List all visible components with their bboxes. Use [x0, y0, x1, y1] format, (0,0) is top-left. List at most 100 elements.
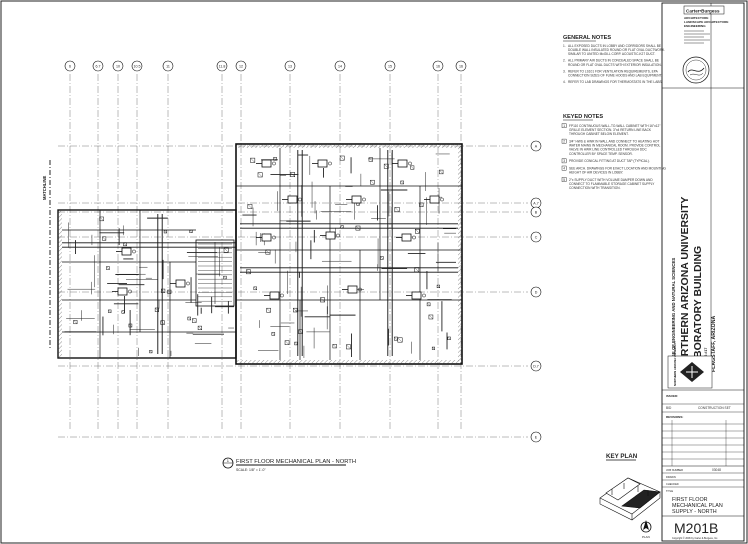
north-arrow: PLAN [640, 520, 652, 539]
vav-box [397, 159, 408, 168]
column-label: 12 [239, 65, 243, 69]
vav-box [347, 285, 358, 294]
row-bubble [530, 140, 542, 152]
keyed-note-number: 2 [563, 140, 565, 144]
revision-rows [662, 420, 744, 466]
diffuser [167, 289, 172, 294]
diffuser [223, 275, 227, 280]
diffuser [189, 229, 193, 233]
keyed-note-line: CONNECTION WITH TRANSITION. [569, 186, 621, 190]
diffuser [223, 247, 229, 253]
plan-scale: SCALE: 1/8" = 1'-0" [236, 468, 266, 472]
svg-text:BID: BID [666, 406, 672, 410]
column-bubble [235, 60, 247, 72]
diffuser [102, 236, 107, 241]
hatched-wall-north [236, 144, 462, 148]
row-bubble [530, 286, 542, 298]
diffuser [339, 155, 345, 161]
diffuser [428, 314, 434, 320]
keyed-note-line: WATER MAINS IN MECHANICAL ROOM. PROVIDE … [569, 144, 660, 148]
revisions-label: REVISIONS: [666, 415, 683, 419]
diffuser [380, 256, 384, 260]
vav-box [261, 233, 272, 242]
general-notes: GENERAL NOTES 1.ALL EXPOSED DUCTS IN LOB… [563, 35, 665, 84]
keyed-note-line: 3/4" HWS & HWR IN WALL AND CONNECT TO HE… [569, 140, 660, 144]
diffuser [250, 157, 256, 163]
diffuser [197, 325, 202, 330]
row-label: D [535, 291, 538, 295]
room-partitions [62, 148, 462, 360]
general-note-line: SIMILAR TO UNITED McGILL CORP. ACOUSTIC-… [568, 52, 655, 56]
vav-box [269, 291, 280, 300]
vav-box [121, 247, 132, 256]
vav-box [287, 195, 298, 204]
plan-title: FIRST FLOOR MECHANICAL PLAN - NORTH [236, 459, 356, 465]
column-label: 11 [166, 65, 170, 69]
column-label: 15 [388, 65, 392, 69]
diffuser [290, 172, 295, 177]
column-label: 16 [436, 65, 440, 69]
keyed-note-line: CONNECT TO FLAMMABLE STORAGE CABINET SUP… [569, 182, 655, 186]
column-bubble [162, 60, 174, 72]
svg-text:CONSTRUCTION SET: CONSTRUCTION SET [698, 406, 731, 410]
diffuser [106, 266, 110, 270]
diffuser [426, 302, 431, 307]
diffuser [415, 228, 420, 234]
firm-logo-text: Carter•Burgess [686, 9, 720, 14]
general-note-line: REFER TO LS101 FOR VENTILATION REQUIREME… [568, 69, 659, 73]
diffuser [346, 344, 351, 350]
diffuser [108, 309, 112, 313]
vav-box [261, 159, 272, 168]
diffuser [99, 216, 104, 222]
row-bubble [530, 206, 542, 218]
column-bubble [216, 60, 228, 72]
key-plan-diagram [599, 477, 661, 521]
svg-text:PLAN: PLAN [642, 535, 650, 539]
keyed-note-number: 4 [563, 166, 565, 170]
key-plan-heading: KEY PLAN [606, 453, 638, 460]
building-name: LABORATORY BUILDING [692, 246, 704, 372]
diffuser [273, 157, 277, 161]
diffuser [370, 179, 375, 185]
diffuser [320, 297, 325, 303]
diffuser [123, 242, 127, 247]
diffuser [293, 307, 298, 313]
diffuser [355, 225, 361, 231]
diffuser [149, 350, 153, 354]
key-plan: KEY PLAN PLAN [599, 453, 661, 539]
row-label: A [535, 145, 538, 149]
general-note-number: 2. [563, 59, 566, 63]
stair-treads [198, 242, 232, 304]
floor-plan [57, 143, 463, 365]
general-note-number: 1. [563, 44, 566, 48]
keyed-note-number: 5 [563, 178, 565, 182]
column-label: 16 [459, 65, 463, 69]
university-name: NORTHERN ARIZONA UNIVERSITY [679, 197, 691, 372]
keyed-note-line: FP110 CONTINUOUS WALL-TO-WALL CABINET WI… [569, 124, 660, 128]
vav-boxes [112, 159, 444, 300]
firm-line-3: ENGINEERING [684, 24, 706, 28]
column-bubble [131, 60, 143, 72]
firm-logo [683, 5, 725, 15]
sheet-number: M201B [674, 520, 718, 536]
general-notes-heading: GENERAL NOTES [563, 35, 611, 41]
vav-box [325, 231, 336, 240]
column-label: 11.8 [219, 65, 226, 69]
diffuser [161, 288, 166, 293]
svg-text:03048: 03048 [712, 468, 721, 472]
column-bubble [455, 60, 467, 72]
column-bubble [334, 60, 346, 72]
diffuser [253, 286, 257, 291]
general-note-line: CONNECTION SIZES OF FUME HOODS AND LAB E… [568, 73, 662, 77]
vav-box [411, 291, 422, 300]
diffuser [154, 307, 159, 312]
diffuser [257, 172, 263, 178]
diffuser [397, 337, 403, 343]
hatched-wall-south [236, 360, 462, 364]
diffuser [368, 157, 373, 162]
general-note-line: REFER TO LAB DRAWINGS FOR THERMOSTATS IN… [568, 80, 663, 84]
diffuser [163, 230, 167, 234]
